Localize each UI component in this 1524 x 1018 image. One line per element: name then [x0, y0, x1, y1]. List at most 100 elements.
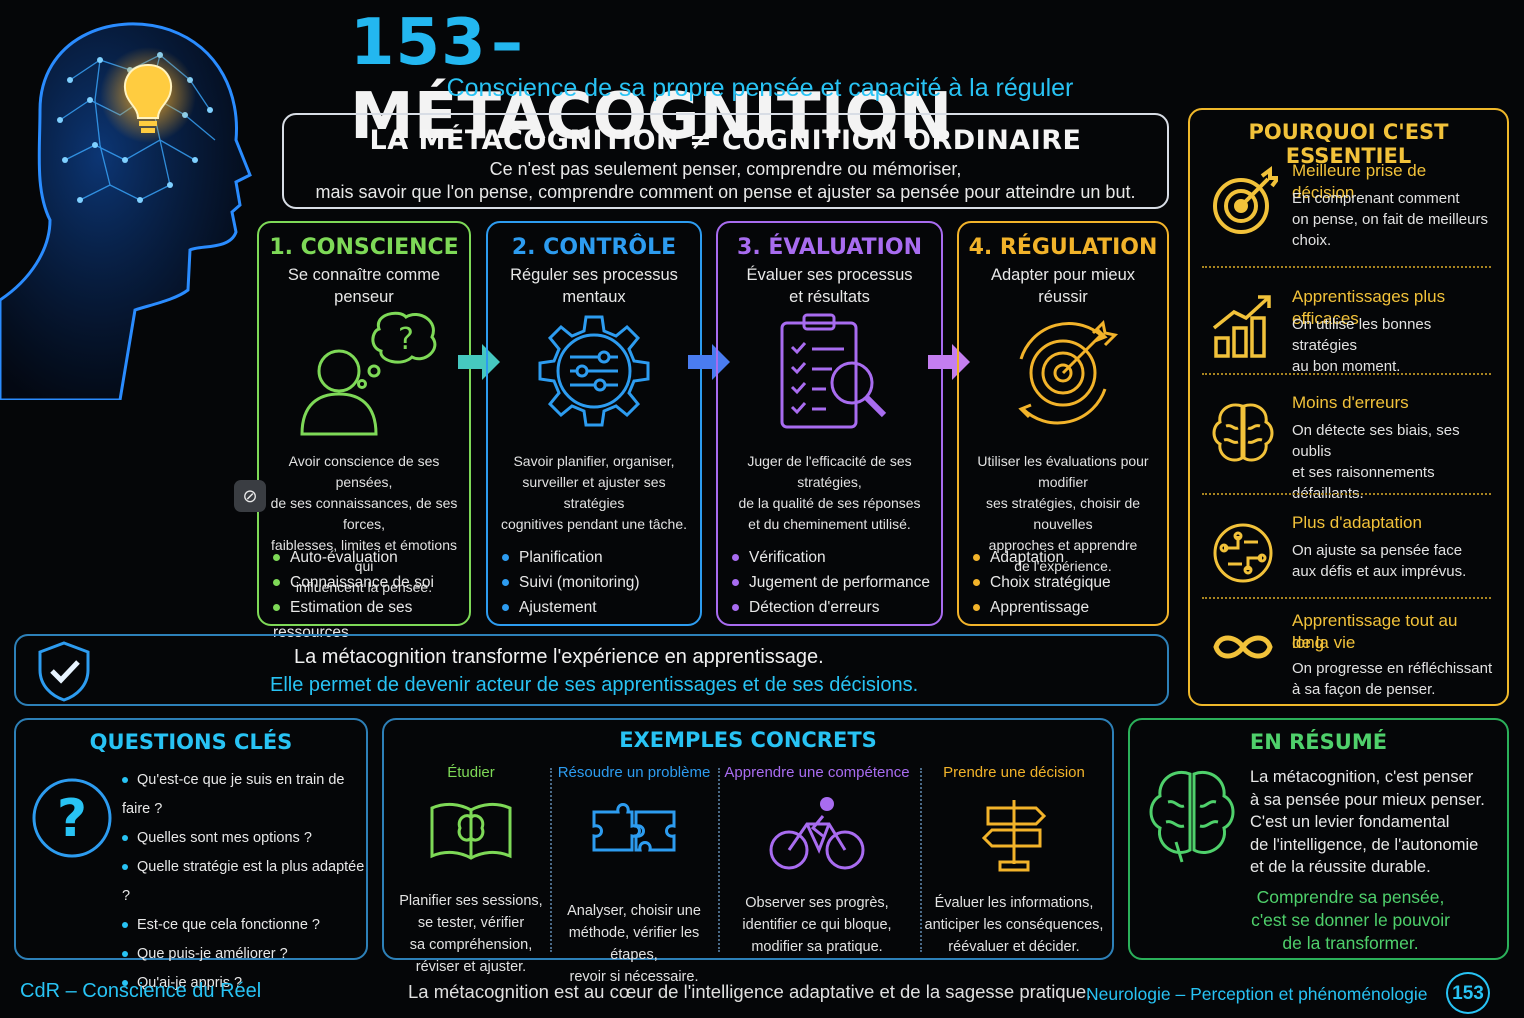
summary-line: à sa pensée pour mieux penser. [1250, 790, 1485, 809]
list-item: Que puis-je améliorer ? [122, 940, 366, 969]
lightbulb-icon [124, 63, 172, 119]
page-subtitle: Conscience de sa propre pensée et capaci… [446, 74, 1074, 102]
list-item: Suivi (monitoring) [502, 570, 694, 595]
why-item-desc: On utilise les bonnes stratégies [1292, 316, 1432, 354]
why-item-desc: à sa façon de penser. [1292, 681, 1436, 698]
example-studier: Étudier Planifier ses sessions, se teste… [396, 764, 546, 975]
example-desc: réévaluer et décider. [948, 939, 1080, 955]
title-text: MÉTACOGNITION [350, 80, 953, 154]
example-desc: sa compréhension, [409, 937, 533, 953]
why-item-desc: au bon moment. [1292, 358, 1401, 375]
list-item: Détection d'erreurs [732, 595, 935, 620]
step-desc-line: cognitives pendant une tâche. [500, 516, 688, 532]
key-message-banner: La métacognition transforme l'expérience… [14, 634, 1169, 706]
example-title: Prendre une décision [943, 764, 1085, 781]
why-item: Meilleure prise de décision En comprenan… [1200, 160, 1493, 270]
step-subtitle-1: Réguler ses processus [510, 266, 678, 284]
why-item-title: Plus d'adaptation [1292, 513, 1422, 532]
intro-line-1: Ce n'est pas seulement penser, comprendr… [489, 159, 962, 179]
target-cycle-icon [1018, 319, 1119, 425]
infinity-icon [1213, 635, 1273, 659]
list-item: Qu'est-ce que je suis en train de faire … [122, 772, 345, 817]
brain-icon [1149, 771, 1235, 863]
why-item: Apprentissage tout au long de la vie On … [1200, 610, 1493, 702]
step-card-controle: 2. CONTRÔLE Réguler ses processus mentau… [486, 221, 702, 626]
arrow-right-icon [688, 344, 730, 380]
list-item: Jugement de performance [732, 570, 935, 595]
example-title: Résoudre un problème [557, 764, 711, 781]
book-brain-icon [430, 802, 512, 860]
list-item: Apprentissage [973, 595, 1161, 620]
banner-line-2: Elle permet de devenir acteur de ses app… [270, 674, 919, 696]
examples-panel: EXEMPLES CONCRETS Étudier Planifier ses … [382, 718, 1114, 985]
example-desc: Planifier ses sessions, [399, 893, 543, 909]
summary-line: de l'intelligence, de l'autonomie [1250, 835, 1479, 854]
signpost-icon [981, 800, 1047, 872]
person-thinking-icon: ? [300, 311, 437, 436]
list-item: Quelles sont mes options ? [122, 824, 366, 853]
step-title: 1. CONSCIENCE [269, 235, 459, 260]
footer-center: La métacognition est au cœur de l'intell… [408, 981, 1092, 1002]
example-desc: méthode, vérifier les étapes, [568, 925, 700, 963]
example-resoudre: Résoudre un problème Analyser, choisir u… [554, 764, 714, 985]
step-subtitle-1: Évaluer ses processus [746, 266, 913, 284]
title-number: 153 [350, 6, 487, 80]
arrow-right-icon [928, 344, 970, 380]
step-desc-line: de la qualité de ses réponses [738, 495, 921, 511]
why-item-title: Apprentissages plus efficaces [1292, 287, 1446, 328]
brain-icon [1212, 403, 1274, 462]
footer-left: CdR – Conscience du Réel [20, 980, 262, 1002]
summary-heading: EN RÉSUMÉ [1249, 730, 1388, 754]
list-item: Adaptation [973, 545, 1161, 570]
brain-circuit-icon [1213, 523, 1273, 583]
puzzle-icon [592, 803, 676, 852]
example-desc: modifier sa pratique. [751, 939, 883, 955]
step-subtitle-2: penseur [334, 288, 394, 306]
block-icon[interactable]: ⊘ [234, 480, 266, 512]
summary-panel: EN RÉSUMÉ La métacognition, c'est penser… [1128, 718, 1509, 960]
list-item: Est-ce que cela fonctionne ? [122, 911, 366, 940]
intro-box: LA MÉTACOGNITION ≠ COGNITION ORDINAIRE C… [282, 113, 1169, 209]
cyclist-icon [769, 797, 865, 870]
page-number-badge: 153 [1446, 972, 1490, 1014]
step-desc-line: Avoir conscience de ses pensées, [288, 453, 440, 490]
step-subtitle-1: Adapter pour mieux [991, 266, 1135, 284]
title-dash: – [491, 6, 525, 80]
step-card-conscience: 1. CONSCIENCE Se connaître comme penseur… [257, 221, 471, 641]
example-desc: anticiper les conséquences, [924, 917, 1104, 933]
example-desc: Évaluer les informations, [934, 895, 1094, 911]
list-item: Vérification [732, 545, 935, 570]
head-brain-illustration [0, 22, 252, 400]
why-item-desc: et ses raisonnements [1292, 464, 1435, 481]
example-title: Apprendre une compétence [724, 764, 910, 781]
step-title: 2. CONTRÔLE [511, 235, 677, 260]
why-item-desc: aux défis et aux imprévus. [1292, 563, 1467, 580]
example-desc: Analyser, choisir une [567, 903, 701, 919]
why-essential-panel: POURQUOI C'EST ESSENTIEL Meilleure prise… [1188, 108, 1509, 706]
summary-line: et de la réussite durable. [1250, 858, 1431, 876]
footer-right: Neurologie – Perception et phénoménologi… [1086, 984, 1428, 1004]
gear-sliders-icon [538, 315, 650, 427]
example-apprendre: Apprendre une compétence Observer ses pr… [722, 764, 912, 956]
step-title: 4. RÉGULATION [968, 235, 1158, 260]
step-desc-line: et du cheminement utilisé. [748, 516, 911, 532]
step-title: 3. ÉVALUATION [737, 235, 922, 260]
step-card-regulation: 4. RÉGULATION Adapter pour mieux réussir… [957, 221, 1169, 626]
step-desc-line: influencent la pensée. [295, 579, 433, 595]
intro-heading: LA MÉTACOGNITION ≠ COGNITION ORDINAIRE [369, 125, 1082, 156]
list-item: Planification [502, 545, 694, 570]
summary-highlight: de la transformer. [1282, 933, 1419, 953]
step-desc-line: faiblesses, limites et émotions qui [271, 537, 457, 574]
svg-text:?: ? [398, 322, 414, 357]
example-desc: réviser et ajuster. [415, 959, 527, 975]
why-item-title: Moins d'erreurs [1292, 393, 1409, 412]
why-heading: POURQUOI C'EST ESSENTIEL [1248, 120, 1449, 168]
step-desc-line: Juger de l'efficacité de ses stratégies, [747, 453, 912, 490]
example-desc: identifier ce qui bloque, [742, 917, 892, 933]
why-item-title: Meilleure prise de décision [1292, 161, 1427, 202]
question-mark-icon: ? [32, 778, 112, 858]
why-item-desc: on pense, on fait de meilleurs [1292, 211, 1488, 228]
step-desc-line: Utiliser les évaluations pour modifier [977, 453, 1149, 490]
why-item-desc: On ajuste sa pensée face [1292, 542, 1463, 559]
why-item-desc: En comprenant comment [1292, 190, 1460, 207]
